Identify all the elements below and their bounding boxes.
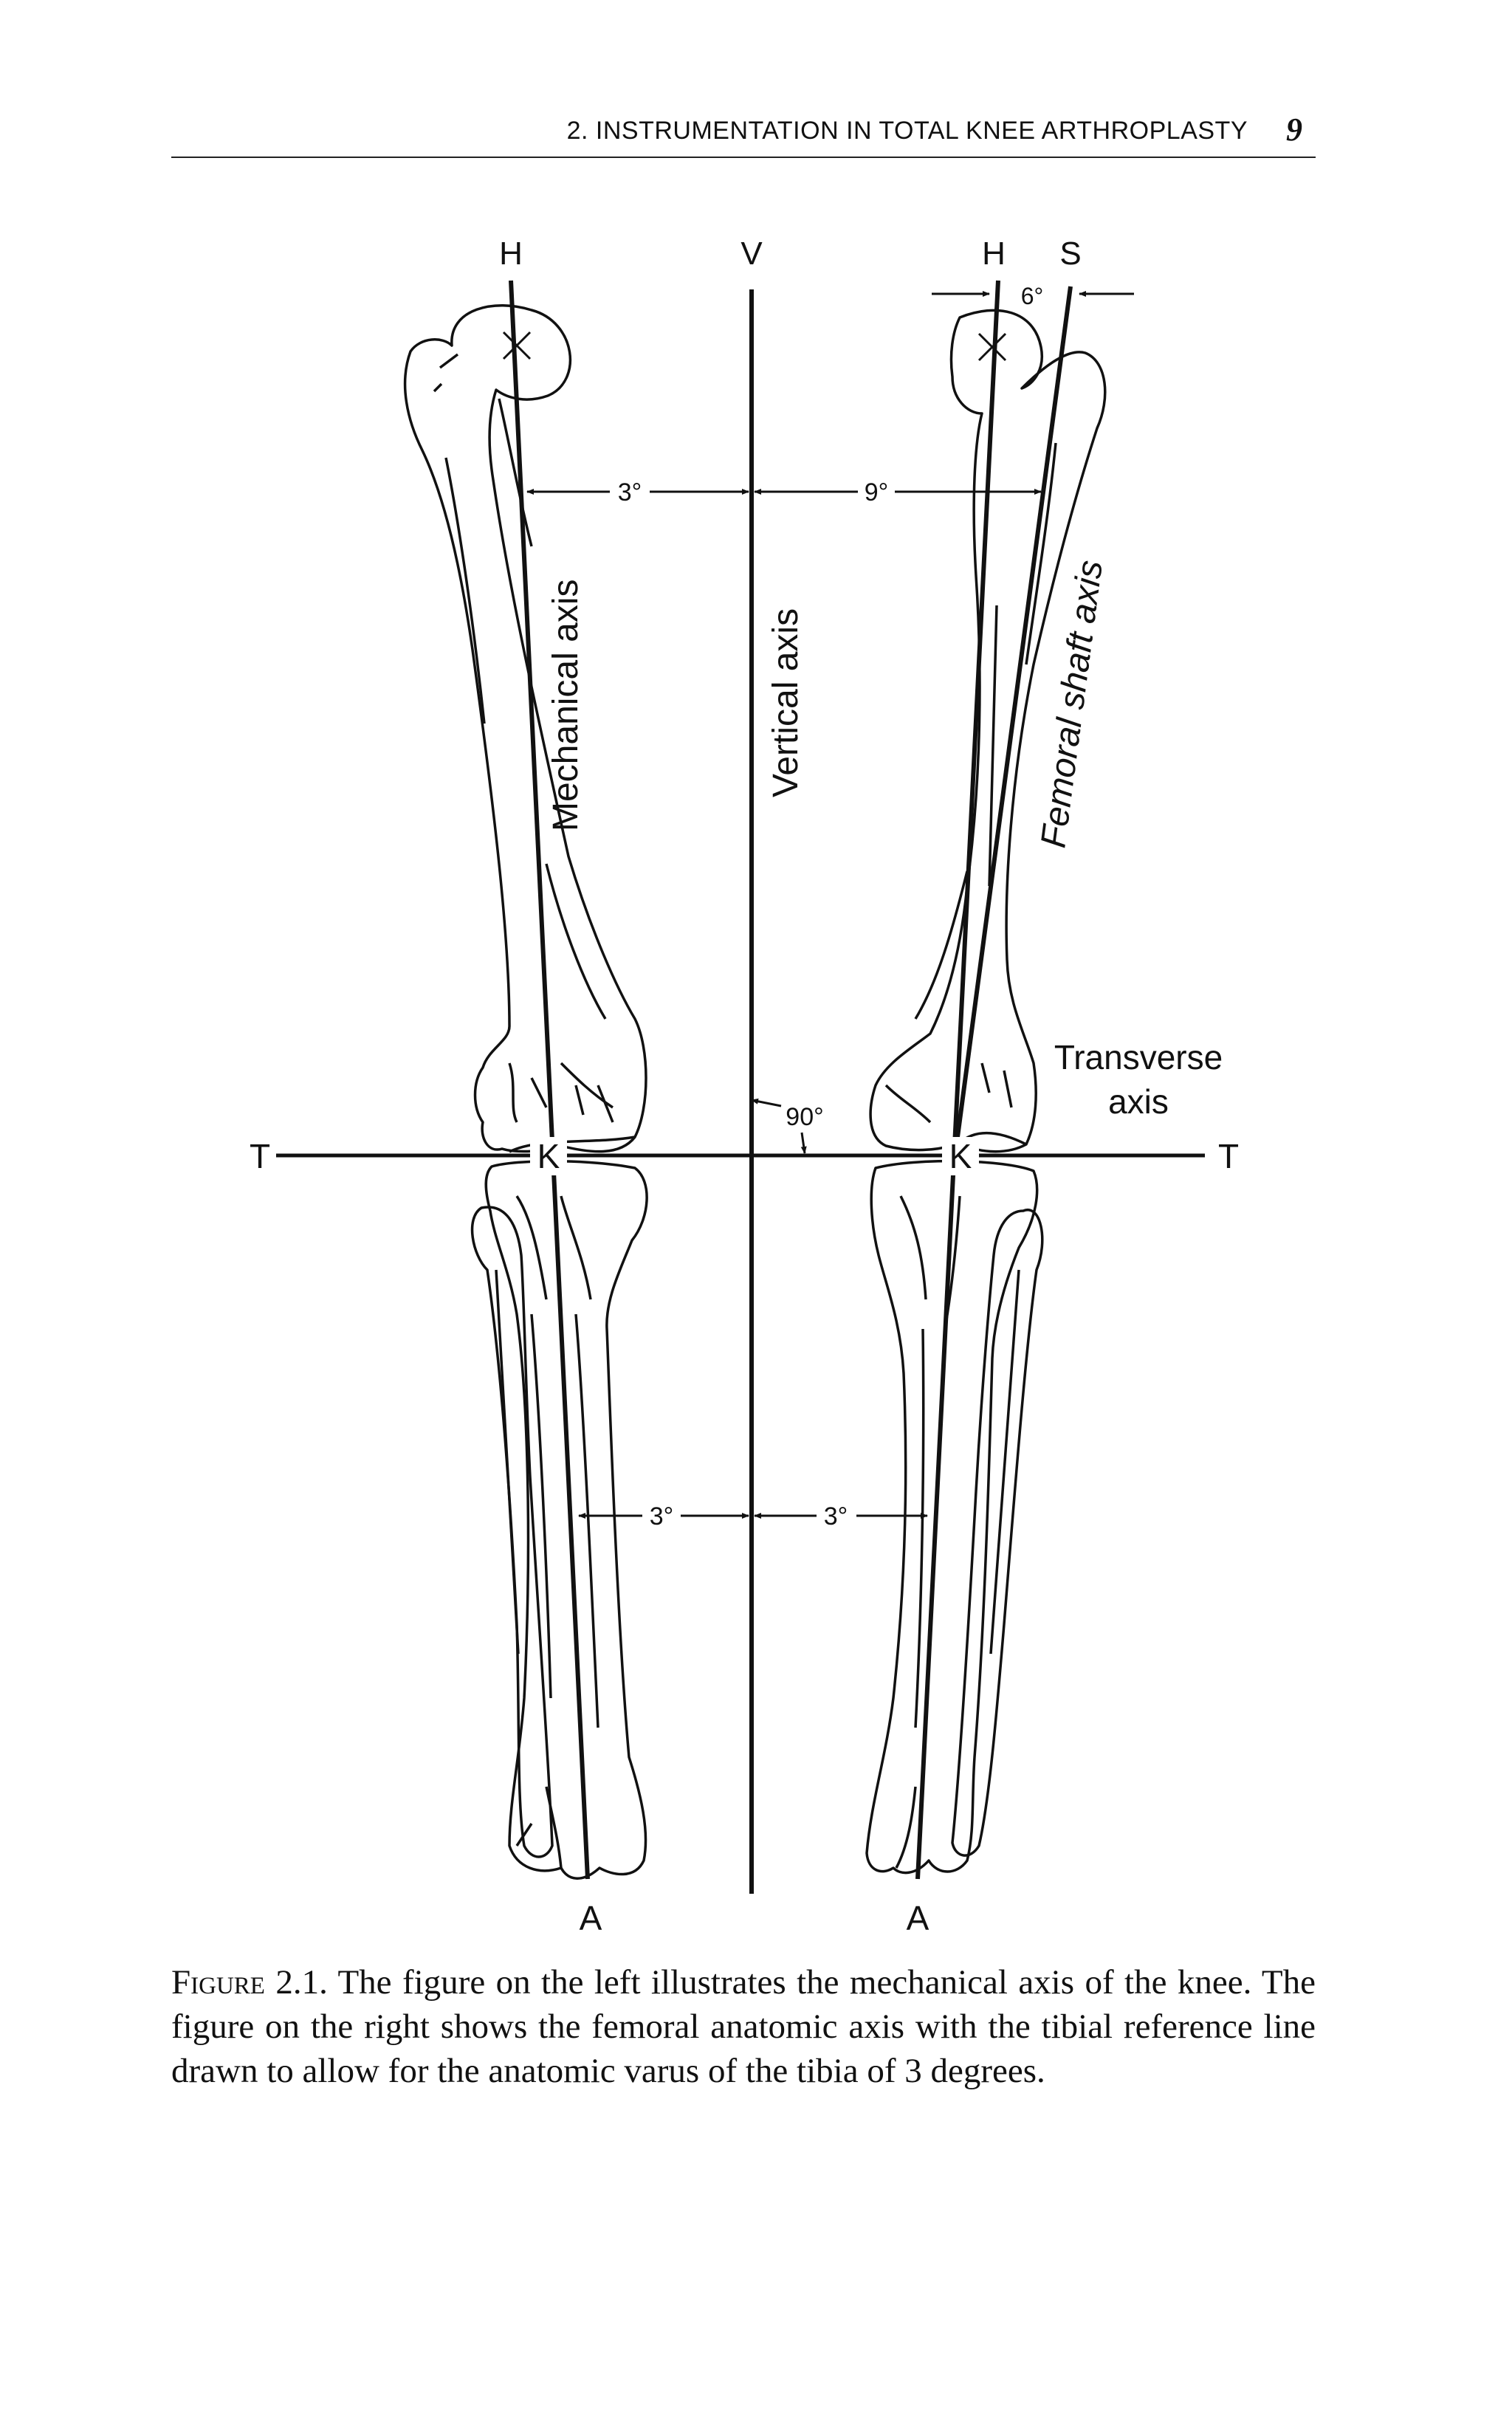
header-rule	[171, 157, 1316, 158]
dimension-arrows	[526, 291, 1134, 1519]
figure-caption: Figure 2.1. The figure on the left illus…	[171, 1960, 1316, 2093]
left-fibula-drawing	[470, 1206, 554, 1858]
transverse-axis-label-line2: axis	[1108, 1082, 1169, 1121]
left-hip-center-mark	[502, 331, 532, 360]
right-fibula-drawing	[951, 1208, 1044, 1857]
running-head: 2. INSTRUMENTATION IN TOTAL KNEE ARTHROP…	[566, 117, 1248, 145]
right-angle-label: 90°	[786, 1103, 823, 1131]
vertical-axis-label: Vertical axis	[766, 608, 805, 797]
right-knee-label: K	[949, 1137, 972, 1175]
femoral-shaft-axis-label: Femoral shaft axis	[1034, 558, 1110, 851]
angle-left-tibia-label: 3°	[650, 1502, 674, 1531]
angle-6-label: 6°	[1021, 283, 1044, 309]
angle-right-femur-label: 9°	[865, 478, 889, 506]
right-ankle-label: A	[907, 1899, 929, 1937]
left-knee-label: K	[537, 1137, 560, 1175]
shaft-top-label: S	[1059, 236, 1081, 272]
right-femur-drawing	[869, 309, 1107, 1153]
knee-axis-figure: H V H S 6° 3° 9° Mechanical axis Vertica…	[250, 236, 1240, 1937]
left-femur-drawing	[403, 304, 647, 1153]
angle-right-tibia-label: 3°	[824, 1502, 848, 1531]
right-hip-center-mark	[977, 332, 1007, 362]
femoral-shaft-axis-line	[955, 286, 1073, 1138]
vertical-label: V	[740, 236, 763, 272]
right-hip-label: H	[982, 236, 1006, 272]
transverse-axis-label-line1: Transverse	[1054, 1038, 1223, 1076]
left-mechanical-axis-line	[509, 280, 590, 1880]
figure-number: Figure 2.1.	[171, 1963, 328, 2002]
right-mechanical-axis-line	[915, 280, 1000, 1880]
left-hip-label: H	[499, 236, 523, 272]
left-ankle-label: A	[580, 1899, 602, 1937]
page-number: 9	[1286, 111, 1302, 148]
transverse-left-label: T	[250, 1137, 270, 1175]
transverse-right-label: T	[1218, 1137, 1239, 1175]
caption-text: The figure on the left illustrates the m…	[171, 1963, 1316, 2090]
angle-left-femur-label: 3°	[618, 478, 642, 506]
mechanical-axis-label: Mechanical axis	[546, 580, 585, 831]
left-tibia-drawing	[484, 1159, 648, 1880]
